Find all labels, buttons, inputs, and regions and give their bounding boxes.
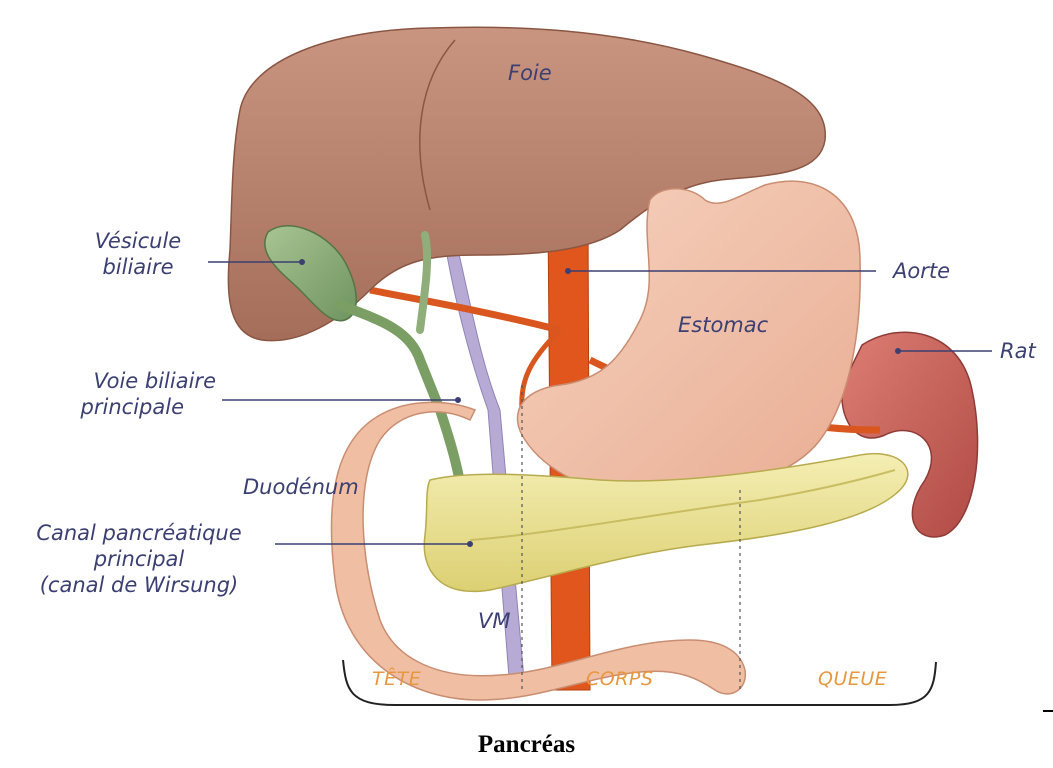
dot-gallbladder xyxy=(299,259,305,265)
caption-pancreas: Pancréas xyxy=(0,731,1053,759)
region-body: CORPS xyxy=(586,668,653,690)
label-gallbladder-line1: Vésicule xyxy=(80,228,196,254)
label-bile-duct-line2: principale xyxy=(50,394,216,420)
label-pancreatic-duct-line3: (canal de Wirsung) xyxy=(8,572,270,598)
label-bile-duct-line1: Voie biliaire xyxy=(50,368,216,394)
label-pancreatic-duct-line2: principal xyxy=(8,546,270,572)
dot-spleen xyxy=(895,348,901,354)
label-gallbladder: Vésicule biliaire xyxy=(80,228,196,280)
label-bile-duct: Voie biliaire principale xyxy=(50,368,216,420)
region-head: TÊTE xyxy=(372,668,421,690)
label-stomach: Estomac xyxy=(678,312,768,338)
label-pancreatic-duct-line1: Canal pancréatique xyxy=(8,520,270,546)
label-gallbladder-line2: biliaire xyxy=(80,254,196,280)
dot-pancreatic-duct xyxy=(467,541,473,547)
dot-aorta xyxy=(565,268,571,274)
region-tail: QUEUE xyxy=(818,668,887,690)
label-liver: Foie xyxy=(508,60,552,86)
label-spleen: Rat xyxy=(1000,338,1053,364)
label-vm: VM xyxy=(478,608,510,634)
label-aorta: Aorte xyxy=(893,258,950,284)
dot-bile-duct xyxy=(455,397,461,403)
label-pancreatic-duct: Canal pancréatique principal (canal de W… xyxy=(8,520,270,598)
label-duodenum: Duodénum xyxy=(243,474,359,500)
